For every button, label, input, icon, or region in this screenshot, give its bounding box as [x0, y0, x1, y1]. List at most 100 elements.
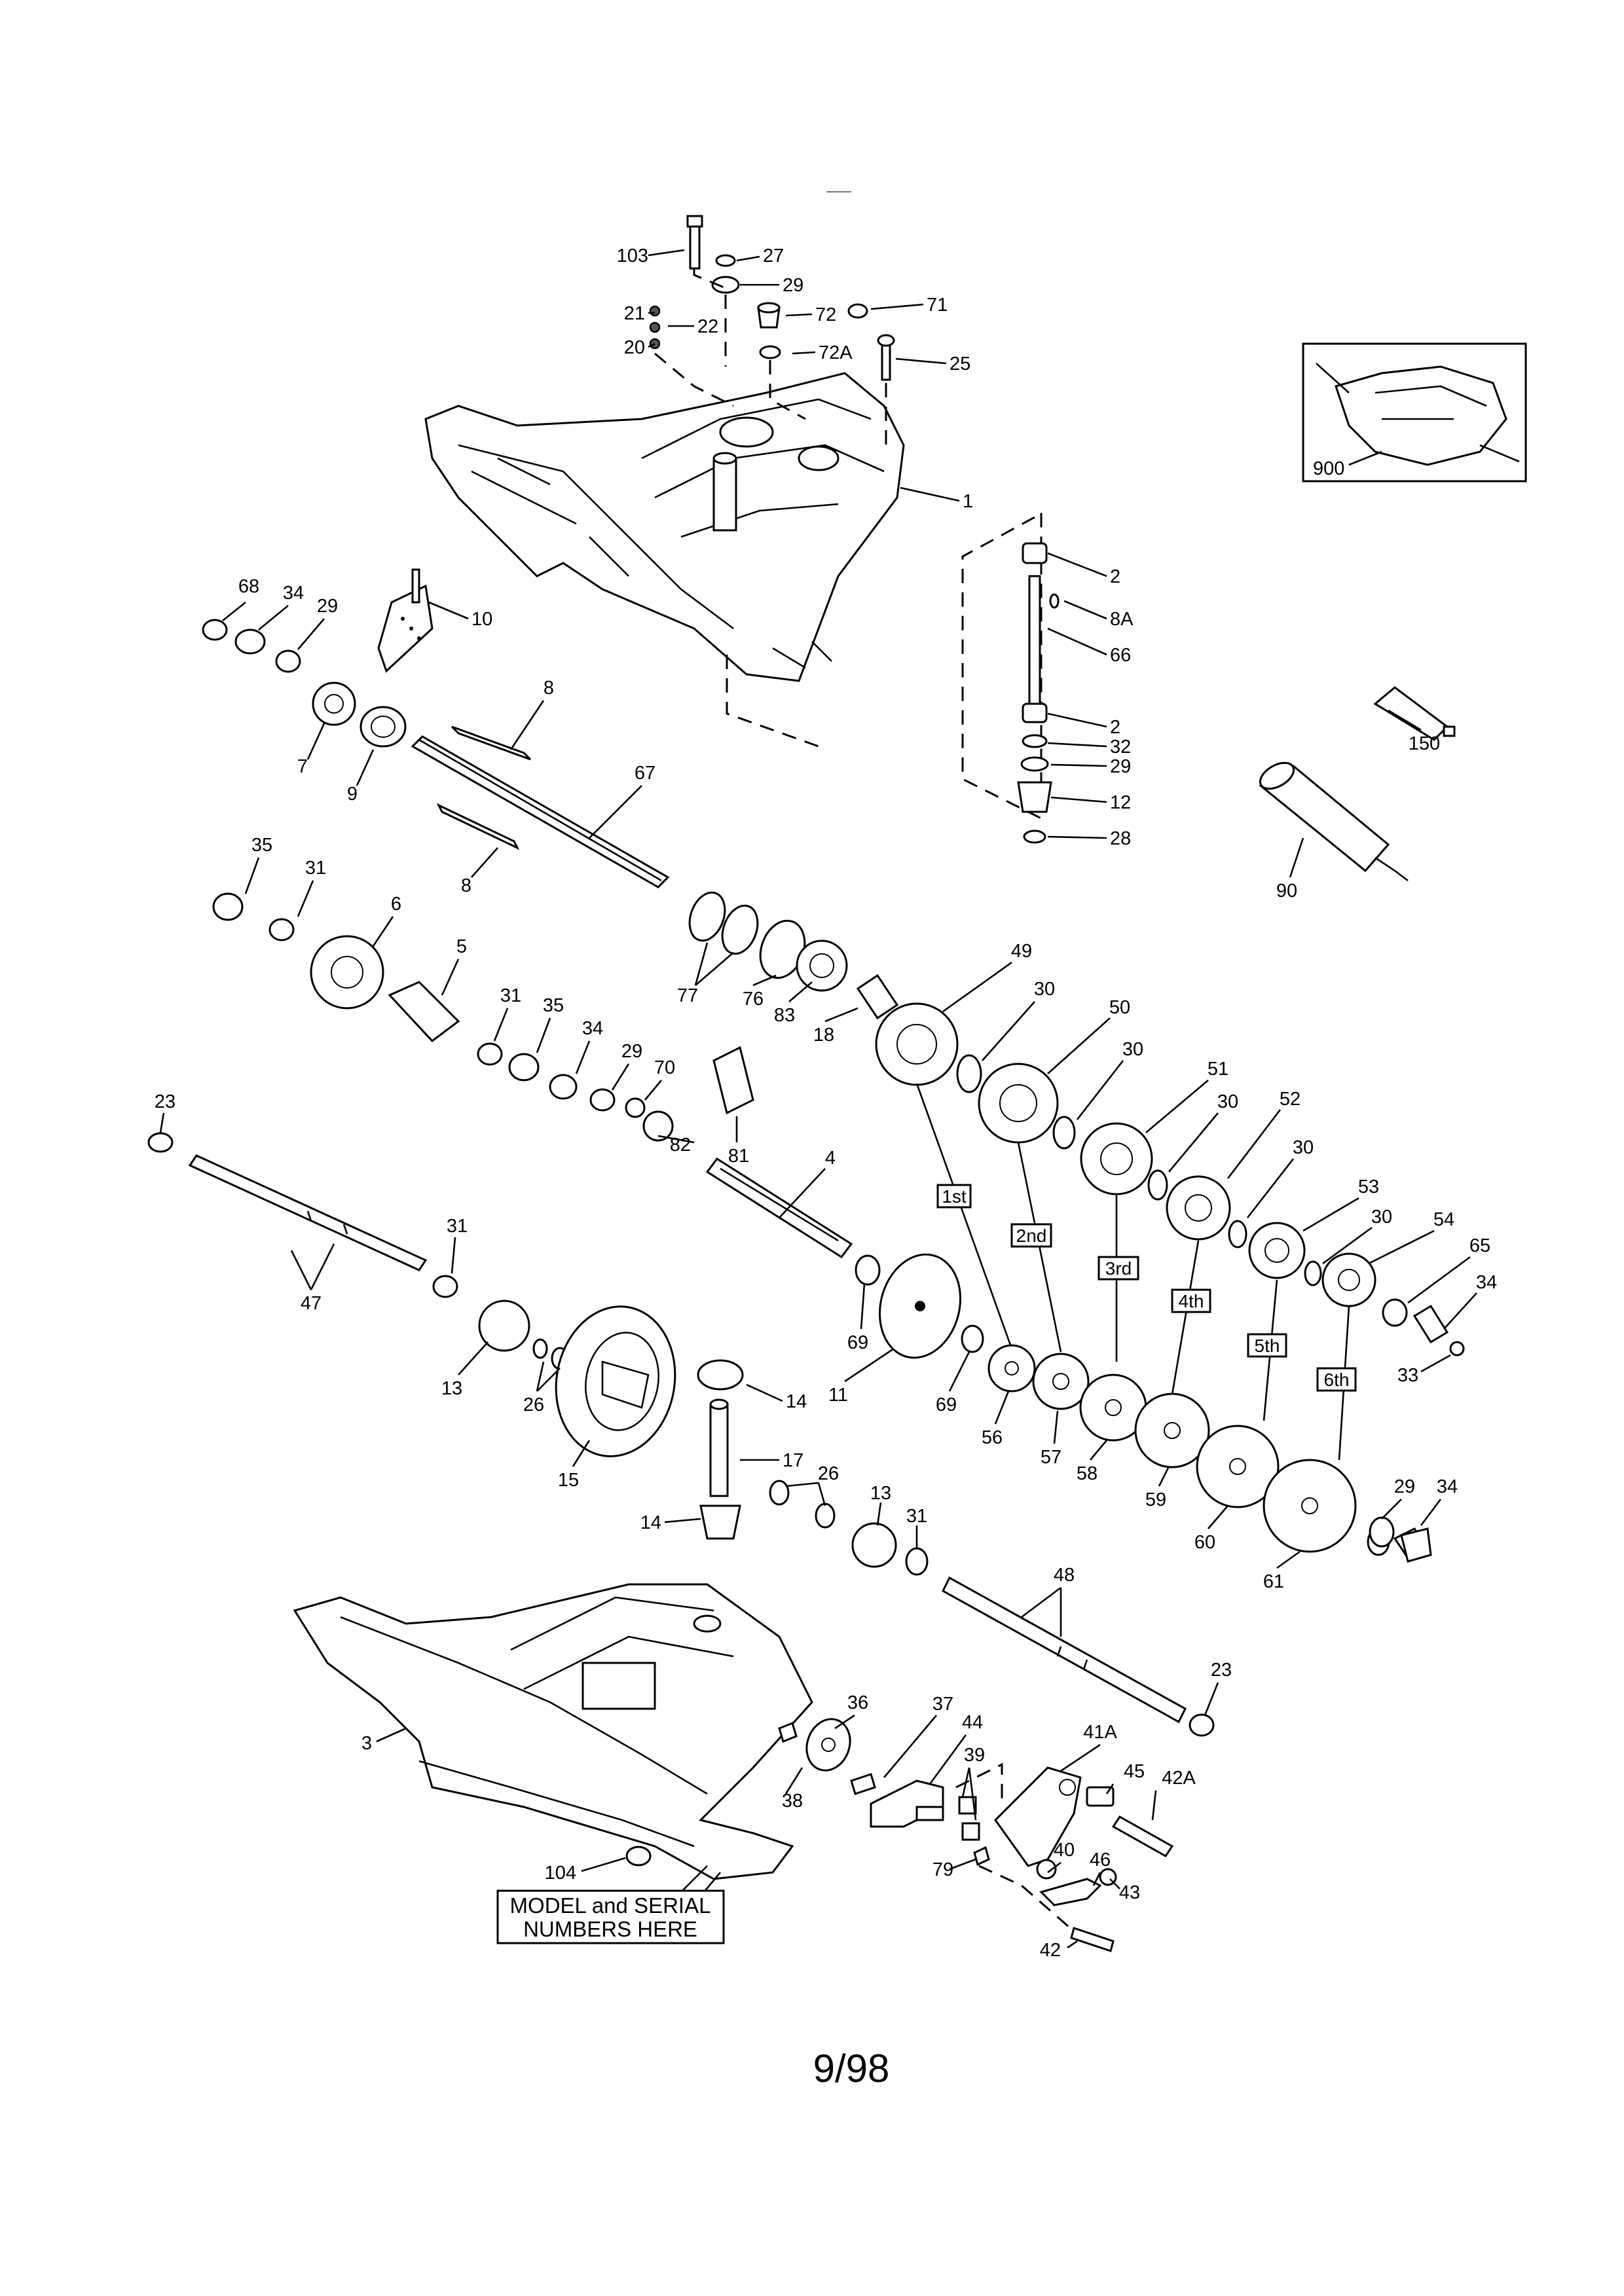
callout-67: 67: [635, 763, 655, 784]
callout-3: 3: [361, 1733, 372, 1754]
callout-60: 60: [1194, 1532, 1215, 1553]
callout-42: 42: [1040, 1940, 1061, 1961]
callout-6: 6: [391, 894, 401, 915]
callout-8a: 8: [544, 678, 554, 699]
callout-31d: 31: [906, 1506, 927, 1527]
callout-13a: 13: [441, 1378, 462, 1399]
callout-5: 5: [456, 936, 467, 957]
leader-lines: [159, 249, 1477, 1949]
callout-8A: 8A: [1110, 609, 1134, 630]
callout-4: 4: [825, 1148, 836, 1169]
callout-45: 45: [1124, 1761, 1145, 1782]
washers-sprocket: [688, 891, 899, 1020]
callout-49: 49: [1011, 941, 1032, 962]
callout-90: 90: [1276, 881, 1297, 902]
callout-1: 1: [963, 491, 973, 512]
gear-label-fourth: 4th: [1179, 1291, 1204, 1311]
callout-54: 54: [1433, 1209, 1454, 1230]
callout-83: 83: [774, 1005, 795, 1026]
callout-70: 70: [654, 1057, 675, 1078]
callout-30a: 30: [1034, 979, 1055, 1000]
callout-28: 28: [1110, 828, 1131, 849]
callout-20: 20: [624, 337, 645, 358]
callout-14b: 14: [640, 1512, 661, 1533]
callout-76: 76: [743, 989, 764, 1010]
callout-35b: 35: [543, 995, 564, 1016]
callout-59: 59: [1145, 1489, 1166, 1510]
callout-30e: 30: [1371, 1207, 1392, 1228]
gear-label-third: 3rd: [1105, 1258, 1132, 1279]
gear-label-fifth: 5th: [1255, 1336, 1280, 1356]
callout-9: 9: [347, 784, 358, 805]
callout-17: 17: [783, 1450, 803, 1471]
callout-38: 38: [782, 1791, 803, 1812]
page-number: 9/98: [813, 2047, 890, 2090]
callout-44: 44: [962, 1712, 983, 1733]
callout-29e: 29: [1394, 1476, 1415, 1497]
callout-48: 48: [1054, 1565, 1075, 1586]
callout-32: 32: [1110, 737, 1131, 757]
callout-79: 79: [932, 1859, 953, 1880]
callout-72: 72: [815, 304, 836, 325]
top-hardware: [649, 215, 895, 445]
axle-48: [942, 1516, 1432, 1737]
countershaft-parts: [212, 892, 754, 1142]
callout-25: 25: [950, 354, 970, 374]
callout-37: 37: [932, 1694, 953, 1715]
callout-34a: 34: [283, 583, 304, 604]
callout-2a: 2: [1110, 566, 1120, 587]
shift-bracket-10: [377, 568, 434, 673]
callout-15: 15: [558, 1470, 579, 1491]
callout-29c: 29: [317, 596, 338, 617]
shift-linkage: [778, 1718, 1174, 1952]
callout-72A: 72A: [819, 342, 853, 363]
shift-shaft-stack: [726, 511, 1060, 844]
callout-2b: 2: [1110, 717, 1120, 738]
sealant-tube-150: [1373, 686, 1456, 741]
callout-150: 150: [1409, 733, 1440, 754]
callout-22: 22: [697, 316, 718, 337]
model-serial-notice: MODEL and SERIAL NUMBERS HERE: [496, 1846, 725, 1944]
callout-34d: 34: [1437, 1476, 1458, 1497]
callout-61: 61: [1263, 1571, 1284, 1592]
callout-30d: 30: [1293, 1137, 1314, 1158]
callout-labels: 103 27 29 21 22 72 71 20 72A 25 1 2 8A 6…: [155, 246, 1497, 1961]
upper-left-small-parts: [202, 619, 407, 748]
callout-68: 68: [238, 576, 259, 597]
sliding-gears-top-row: [875, 1002, 1465, 1357]
callout-35a: 35: [251, 835, 272, 856]
callout-12: 12: [1110, 792, 1131, 813]
callout-40: 40: [1054, 1840, 1075, 1861]
callout-39: 39: [964, 1745, 985, 1766]
callout-29b: 29: [1110, 756, 1131, 777]
callout-57: 57: [1041, 1447, 1061, 1468]
callout-42A: 42A: [1162, 1768, 1196, 1789]
callout-65: 65: [1469, 1235, 1490, 1256]
callout-82: 82: [670, 1135, 691, 1156]
callout-51: 51: [1208, 1059, 1228, 1080]
callout-26b: 26: [818, 1463, 839, 1484]
notice-line-2: NUMBERS HERE: [523, 1917, 697, 1941]
gear-label-sixth: 6th: [1324, 1370, 1350, 1390]
roll-90: [1259, 761, 1409, 882]
callout-81: 81: [728, 1146, 749, 1167]
callout-103: 103: [617, 246, 648, 266]
callout-66: 66: [1110, 645, 1131, 666]
callout-8b: 8: [461, 875, 471, 896]
callout-34c: 34: [1476, 1272, 1497, 1293]
callout-23b: 23: [1211, 1660, 1232, 1681]
callout-50: 50: [1109, 997, 1130, 1018]
callout-77: 77: [677, 985, 698, 1006]
callout-7: 7: [297, 756, 308, 777]
shaft-67: [411, 725, 670, 888]
callout-10: 10: [471, 609, 492, 630]
gear-label-first: 1st: [942, 1186, 967, 1207]
callout-29d: 29: [621, 1041, 642, 1062]
callout-34b: 34: [582, 1018, 603, 1039]
callout-14a: 14: [786, 1391, 807, 1412]
callout-46: 46: [1090, 1850, 1111, 1870]
callout-21: 21: [624, 303, 645, 324]
lower-housing-part-3: [293, 1583, 813, 1919]
callout-30b: 30: [1122, 1039, 1143, 1060]
callout-18: 18: [813, 1025, 834, 1046]
